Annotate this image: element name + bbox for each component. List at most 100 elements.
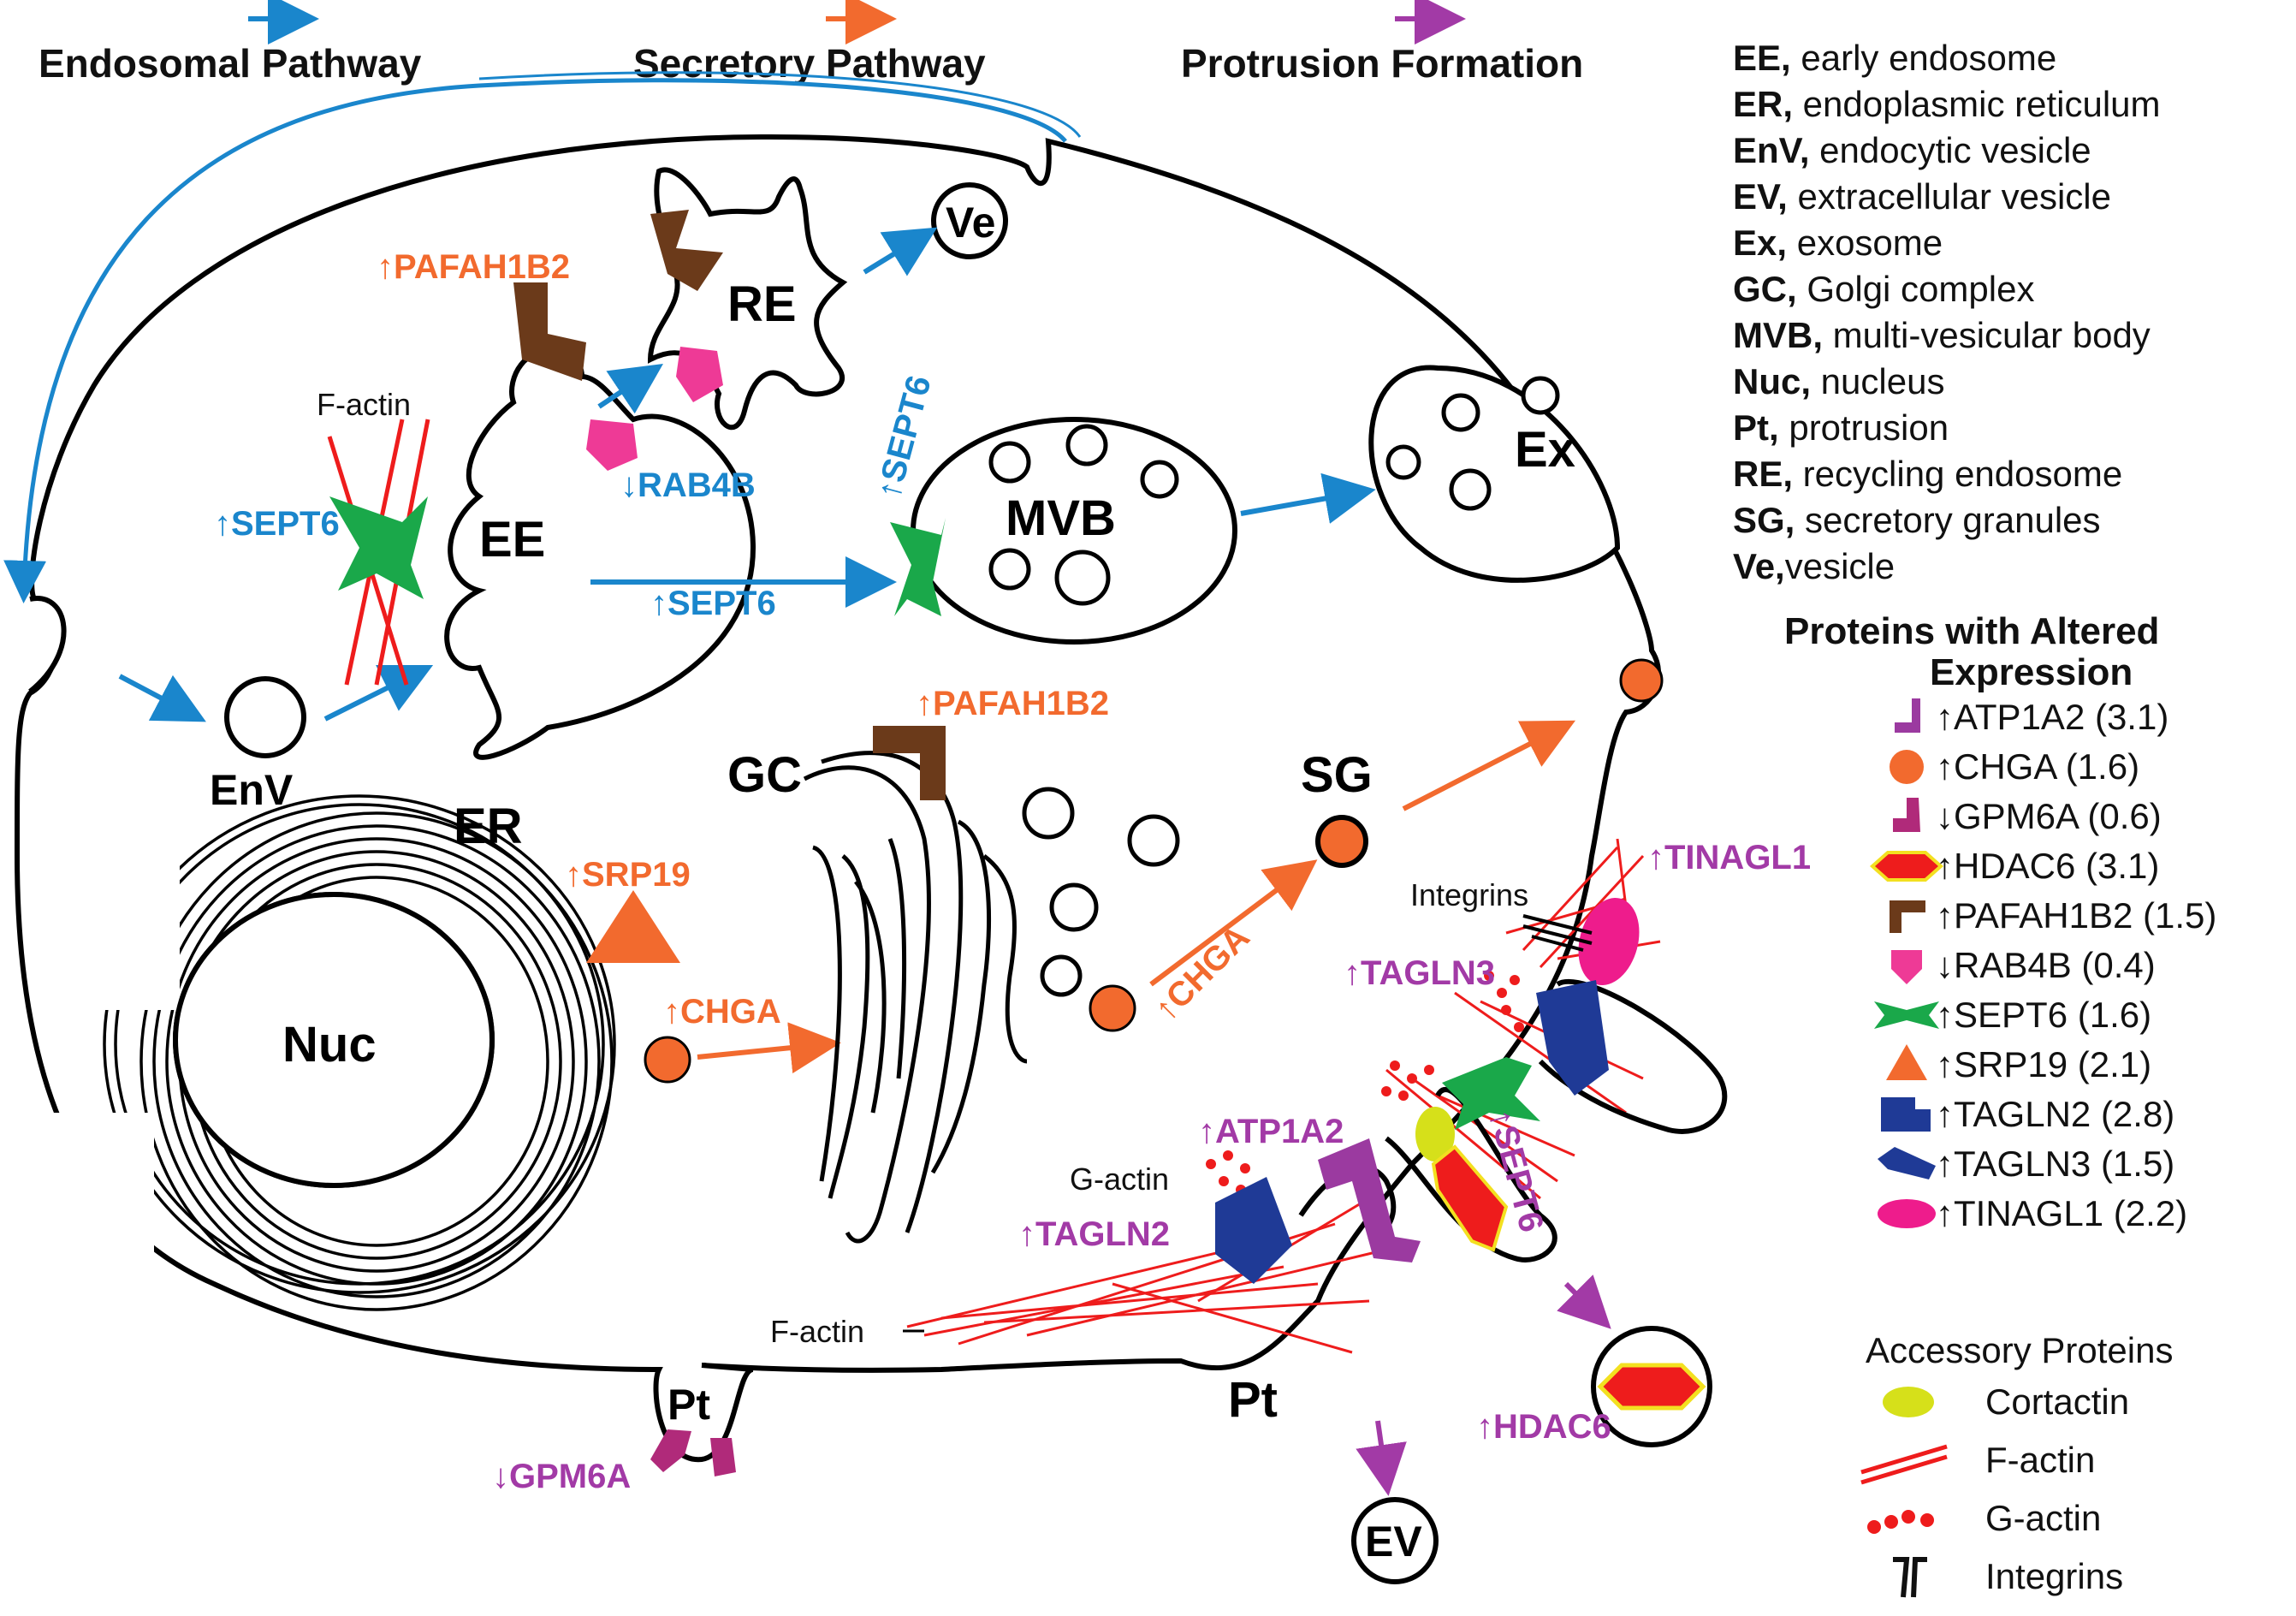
hexagon-icon — [1869, 851, 1944, 882]
atp1a2-shape — [1318, 1138, 1421, 1262]
legend-accessory-label: F-actin — [1985, 1440, 2095, 1480]
ev-label: EV — [1365, 1518, 1422, 1566]
endocytic-pit — [28, 596, 67, 694]
abbreviation-text: endocytic vesicle — [1810, 130, 2091, 170]
legend-accessory-label: G-actin — [1985, 1498, 2101, 1538]
abbreviation-key: RE, — [1733, 454, 1793, 494]
legend-protein-label: ↑CHGA (1.6) — [1936, 746, 2139, 787]
factin-pt-label: F-actin — [770, 1314, 864, 1349]
integrin-shape — [1522, 914, 1593, 952]
rab4b-shape-1 — [676, 347, 723, 402]
atp1a2-label: ↑ATP1A2 — [1198, 1113, 1344, 1150]
tagln2-label: ↑TAGLN2 — [1018, 1215, 1170, 1253]
legend-title-line1: Proteins with Altered — [1784, 610, 2159, 652]
endocytic-vesicle — [224, 676, 306, 758]
pafah1b2-re-label: ↑PAFAH1B2 — [377, 248, 570, 286]
chga-er-shape — [644, 1036, 691, 1084]
circle-icon — [1890, 750, 1924, 784]
legend-protein-label: ↓GPM6A (0.6) — [1936, 796, 2162, 836]
ee-label: EE — [479, 512, 545, 567]
protrusion-finger-2 — [1385, 1087, 1557, 1262]
abbreviation-item: GC, Golgi complex — [1733, 269, 2034, 309]
abbreviation-item: RE, recycling endosome — [1733, 454, 2122, 494]
pt-small-label: Pt — [667, 1381, 710, 1429]
legend-protein-label: ↑PAFAH1B2 (1.5) — [1936, 895, 2216, 936]
mvb-label: MVB — [1006, 490, 1116, 546]
legend-protein-label: ↑HDAC6 (3.1) — [1936, 846, 2159, 886]
srp19-shape — [586, 890, 680, 963]
gpm6a-label: ↓GPM6A — [492, 1458, 631, 1495]
gactin-dots — [1206, 971, 1524, 1195]
abbreviation-item: MVB, multi-vesicular body — [1733, 315, 2151, 355]
legend-accessory-label: Cortactin — [1985, 1381, 2129, 1422]
gc-label: GC — [727, 747, 802, 803]
abbreviation-text: protrusion — [1779, 407, 1949, 448]
rab4b-label: ↓RAB4B — [620, 466, 756, 504]
factin-pt-bundle — [906, 838, 1661, 1354]
ellipse-icon — [1878, 1199, 1936, 1228]
abbreviation-text: vesicle — [1785, 546, 1895, 586]
hdac6-pt-shape — [1431, 1144, 1509, 1252]
env-label: EnV — [210, 766, 294, 814]
bowtie-icon — [1874, 1001, 1939, 1029]
abbreviation-text: early endosome — [1791, 38, 2057, 78]
chevron-icon — [1878, 1147, 1936, 1179]
abbreviation-key: EE, — [1733, 38, 1791, 78]
abbreviation-item: Nuc, nucleus — [1733, 361, 1944, 401]
abbreviation-key: EnV, — [1733, 130, 1810, 170]
legend-protein-label: ↑TAGLN2 (2.8) — [1936, 1094, 2174, 1134]
factin-ee-label: F-actin — [317, 387, 411, 422]
pafah1b2-gc-shape — [873, 726, 946, 800]
vesicle-ve — [931, 182, 1008, 259]
cortactin-shape — [1415, 1107, 1455, 1162]
l-shape-icon — [1895, 698, 1920, 733]
abbreviation-text: nucleus — [1811, 361, 1944, 401]
abbreviation-item: EnV, endocytic vesicle — [1733, 130, 2091, 170]
legend-protein-list: ↑ATP1A2 (3.1) ↑CHGA (1.6) ↓GPM6A (0.6) ↑HDA… — [1869, 697, 2216, 1233]
abbreviation-key: ER, — [1733, 84, 1793, 124]
legend-accessory-label: Integrins — [1985, 1556, 2123, 1596]
chga-er-label: ↑CHGA — [663, 993, 781, 1031]
abbreviation-text: extracellular vesicle — [1788, 176, 2111, 217]
abbreviation-item: Ex, exosome — [1733, 223, 1943, 263]
tagln2-shape — [1215, 1177, 1292, 1284]
protrusion-formation-label: Protrusion Formation — [1181, 41, 1583, 86]
gactin-label: G-actin — [1070, 1162, 1169, 1197]
abbreviation-text: exosome — [1787, 223, 1943, 263]
re-label: RE — [727, 276, 797, 332]
abbreviation-key: Ex, — [1733, 223, 1787, 263]
abbreviation-text: secretory granules — [1795, 500, 2100, 540]
sept6-mvb-shape — [890, 518, 946, 616]
legend-protein-label: ↑TINAGL1 (2.2) — [1936, 1193, 2187, 1233]
abbreviation-key: Pt, — [1733, 407, 1779, 448]
integrins-label: Integrins — [1410, 877, 1528, 912]
sg-label: SG — [1301, 747, 1373, 803]
recycling-arc — [3, 78, 1067, 603]
integrin-icon — [1893, 1557, 1927, 1598]
tinagl1-label: ↑TINAGL1 — [1647, 839, 1811, 876]
angle-icon — [1890, 900, 1925, 933]
pafah1b2-re-shape-1 — [513, 282, 586, 381]
protrusion-finger-3 — [1538, 978, 1728, 1134]
abbreviation-key: Ve, — [1733, 546, 1785, 586]
pentagon-icon — [1891, 950, 1922, 984]
legend-protein-label: ↓RAB4B (0.4) — [1936, 945, 2156, 985]
abbreviation-item: ER, endoplasmic reticulum — [1733, 84, 2161, 124]
abbreviation-key: SG, — [1733, 500, 1795, 540]
nuc-label-overlay: Nuc — [282, 1017, 377, 1072]
secretory-granule — [1315, 815, 1368, 868]
abbreviation-text: multi-vesicular body — [1823, 315, 2151, 355]
legend-title-line2: Expression — [1930, 651, 2133, 693]
er-label: ER — [454, 799, 523, 854]
abbreviation-key: GC, — [1733, 269, 1797, 309]
sept6-arrow-label: ↑SEPT6 — [650, 585, 776, 622]
pafah1b2-re-shape-2 — [650, 210, 723, 291]
endosomal-pathway-label: Endosomal Pathway — [39, 41, 422, 86]
legend-protein-label: ↑SEPT6 (1.6) — [1936, 995, 2151, 1035]
exosome-compartment — [1368, 365, 1621, 583]
legend-protein-label: ↑ATP1A2 (3.1) — [1936, 697, 2168, 737]
pt-big-label: Pt — [1228, 1372, 1278, 1428]
tagln3-label: ↑TAGLN3 — [1344, 954, 1495, 992]
